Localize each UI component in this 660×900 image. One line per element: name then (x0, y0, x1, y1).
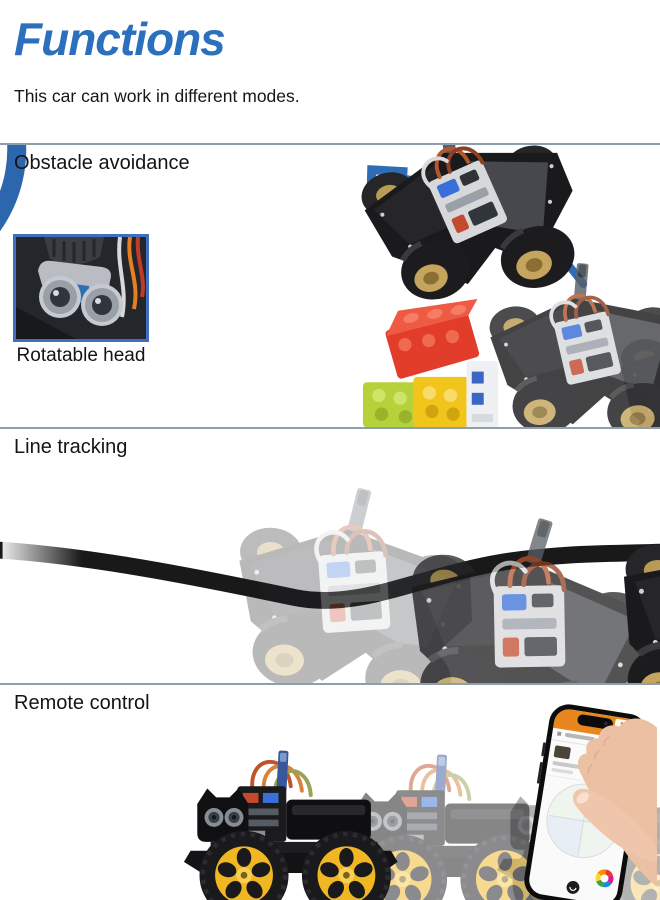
front-camera-icon (603, 721, 608, 726)
lego-brick-obstacle (363, 289, 498, 427)
rotatable-head-caption: Rotatable head (16, 345, 146, 366)
rgb-color-wheel-icon (595, 869, 614, 888)
yellow-wheel-car (184, 750, 398, 900)
obstacle-avoidance-scene (0, 145, 660, 427)
track-fade (2, 528, 82, 588)
connection-status-text-bar (565, 733, 595, 742)
thumb (572, 788, 657, 863)
section-obstacle-avoidance: Rotatable head Obstacle avoidance (0, 143, 660, 427)
page-subtitle: This car can work in different modes. (14, 86, 300, 106)
header: Functions This car can work in different… (0, 0, 660, 143)
device-thumbnail (553, 745, 571, 760)
thumbnail-nail (576, 792, 589, 804)
section-label-obstacle-avoidance: Obstacle avoidance (14, 152, 190, 174)
ultrasonic-sensor-closeup (16, 237, 146, 339)
section-label-line-tracking: Line tracking (14, 436, 128, 458)
hand-holding-phone (572, 718, 657, 888)
line-tracking-scene (0, 429, 660, 683)
section-line-tracking: Line tracking (0, 427, 660, 683)
page-title: Functions (14, 13, 226, 65)
remote-control-scene (0, 704, 660, 900)
section-remote-control: Remote control (0, 683, 660, 900)
phone-notch (577, 714, 613, 730)
app-bottom-icon (566, 880, 580, 894)
section-label-remote-control: Remote control (14, 692, 150, 714)
robot-car-trail-2 (393, 503, 660, 683)
rotatable-head-photo (13, 234, 149, 342)
